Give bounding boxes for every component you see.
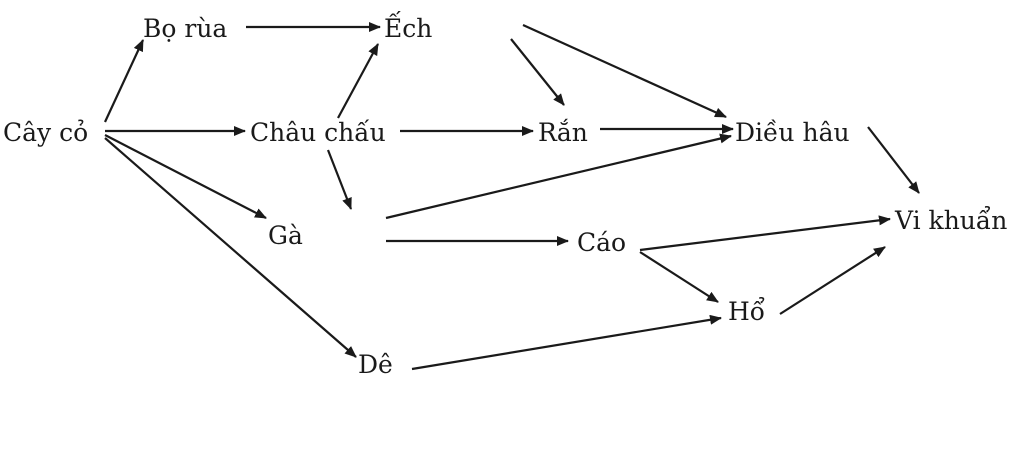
arrow-cay-co-to-bo-rua [104,39,144,123]
arrow-de-to-ho [411,314,722,371]
arrow-dieu-hau-to-vi-khuan [867,126,920,194]
node-ech: Ếch [384,12,432,43]
arrow-ech-to-ran [510,38,565,106]
arrow-chau-chau-to-ech [337,43,379,119]
arrow-ho-to-vi-khuan [779,246,886,315]
node-chau-chau: Châu chấu [250,118,386,147]
node-de: Dê [358,350,393,379]
node-ran: Rắn [538,118,588,147]
node-dieu-hau: Diều hâu [735,118,850,147]
node-ga: Gà [268,221,303,250]
arrow-chau-chau-to-ga [326,149,353,210]
node-bo-rua: Bọ rùa [143,14,227,43]
node-cao: Cáo [577,228,626,257]
nodes-layer: Cây cỏ Bọ rùa Ếch Châu chấu Rắn Diều hâu… [3,12,1007,379]
arrow-cao-to-ho [639,251,719,303]
arrow-ech-to-dieu-hau [522,23,727,119]
arrow-cao-to-vi-khuan [639,215,891,252]
arrow-ga-to-dieu-hau [385,133,732,220]
arrow-cay-co-to-de [104,137,357,358]
node-ho: Hổ [728,297,765,326]
edges-layer [104,22,920,371]
node-cay-co: Cây cỏ [3,118,88,147]
node-vi-khuan: Vi khuẩn [894,206,1007,235]
arrow-cay-co-to-ga [104,134,267,219]
